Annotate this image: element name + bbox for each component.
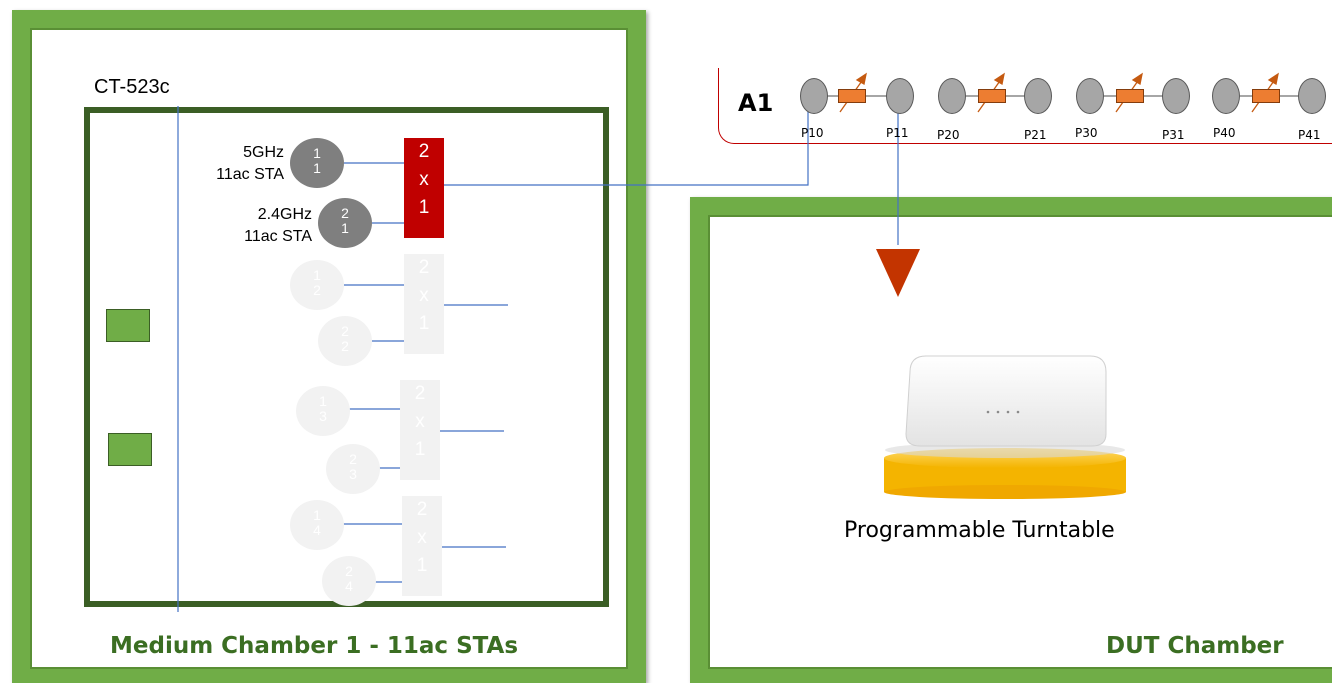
attenuator-4 [1252, 89, 1280, 103]
radio-2-3: 2 3 [326, 444, 380, 494]
attenuator-name: A1 [738, 89, 774, 117]
radio-1-4-bottom: 4 [313, 522, 321, 538]
arrow-head-1 [855, 72, 867, 86]
port-p10 [800, 78, 828, 114]
dut-chamber-title: DUT Chamber [1106, 633, 1284, 659]
turntable-graphic [884, 355, 1126, 499]
radio-2-3-bottom: 3 [349, 466, 357, 482]
radio-1-2-top: 1 [313, 267, 321, 283]
sta-label-5ghz-type: 11ac STA [216, 166, 284, 183]
combiner-4-mid: x [417, 527, 427, 548]
port-p21 [1024, 78, 1052, 114]
combiner-2-bottom: 1 [418, 313, 430, 334]
radio-1-4-top: 1 [313, 507, 321, 523]
status-block-2 [108, 433, 152, 466]
arrow-head-3 [1131, 72, 1143, 86]
sta-label-2-4ghz-band: 2.4GHz [257, 206, 312, 223]
combiner-3: 2 x 1 [400, 380, 440, 480]
port-label-p41: P41 [1298, 128, 1321, 142]
radio-2-1: 2 1 [318, 198, 372, 248]
radio-2-2-bottom: 2 [341, 338, 349, 354]
combiner-3-mid: x [415, 411, 425, 432]
status-block-1 [106, 309, 150, 342]
sta-label-5ghz-band: 5GHz [243, 144, 284, 161]
attenuator-box [718, 68, 1332, 144]
radio-2-1-top: 2 [341, 205, 349, 221]
attenuator-1 [838, 89, 866, 103]
radio-1-1-bottom: 1 [313, 160, 321, 176]
combiner-2-mid: x [419, 285, 429, 306]
combiner-2: 2 x 1 [404, 254, 444, 354]
combiner-1: 2 x 1 [404, 138, 444, 238]
combiner-4-top: 2 [416, 499, 428, 520]
radio-2-3-top: 2 [349, 451, 357, 467]
combiner-4-bottom: 1 [416, 555, 428, 576]
combiner-4: 2 x 1 [402, 496, 442, 596]
access-point-icon [885, 355, 1125, 458]
sta-label-2-4ghz-type: 11ac STA [244, 228, 312, 245]
port-label-p10: P10 [801, 126, 824, 140]
radio-1-3-bottom: 3 [319, 408, 327, 424]
radio-1-2-bottom: 2 [313, 282, 321, 298]
port-p11 [886, 78, 914, 114]
combiner-3-bottom: 1 [414, 439, 426, 460]
radio-1-1-top: 1 [313, 145, 321, 161]
radio-1-2: 1 2 [290, 260, 344, 310]
port-p41 [1298, 78, 1326, 114]
port-label-p40: P40 [1213, 126, 1236, 140]
radio-1-3-top: 1 [319, 393, 327, 409]
radio-2-4-top: 2 [345, 563, 353, 579]
device-label: CT-523c [94, 76, 170, 98]
sta-label-5ghz: 5GHz 11ac STA [180, 142, 284, 186]
sta-label-2-4ghz: 2.4GHz 11ac STA [206, 204, 312, 248]
port-p30 [1076, 78, 1104, 114]
radio-2-4: 2 4 [322, 556, 376, 606]
attenuator-2 [978, 89, 1006, 103]
radio-2-2-top: 2 [341, 323, 349, 339]
combiner-2-top: 2 [418, 257, 430, 278]
arrow-head-2 [993, 72, 1005, 86]
radio-1-4: 1 4 [290, 500, 344, 550]
radio-2-4-bottom: 4 [345, 578, 353, 594]
radio-1-3: 1 3 [296, 386, 350, 436]
link-to-p10 [443, 96, 809, 186]
combiner-1-bottom: 1 [418, 197, 430, 218]
port-label-p20: P20 [937, 128, 960, 142]
combiner-1-mid: x [419, 169, 429, 190]
radio-2-2: 2 2 [318, 316, 372, 366]
combiner-1-top: 2 [418, 141, 430, 162]
port-label-p31: P31 [1162, 128, 1185, 142]
arrow-head-4 [1267, 72, 1279, 86]
port-p40 [1212, 78, 1240, 114]
attenuator-3 [1116, 89, 1144, 103]
port-label-p30: P30 [1075, 126, 1098, 140]
port-p20 [938, 78, 966, 114]
combiner-3-top: 2 [414, 383, 426, 404]
down-arrow-icon [876, 249, 920, 297]
port-label-p21: P21 [1024, 128, 1047, 142]
radio-1-1: 1 1 [290, 138, 344, 188]
left-chamber-title: Medium Chamber 1 - 11ac STAs [110, 633, 519, 659]
radio-2-1-bottom: 1 [341, 220, 349, 236]
port-p31 [1162, 78, 1190, 114]
turntable-label: Programmable Turntable [844, 518, 1115, 543]
port-label-p11: P11 [886, 126, 909, 140]
